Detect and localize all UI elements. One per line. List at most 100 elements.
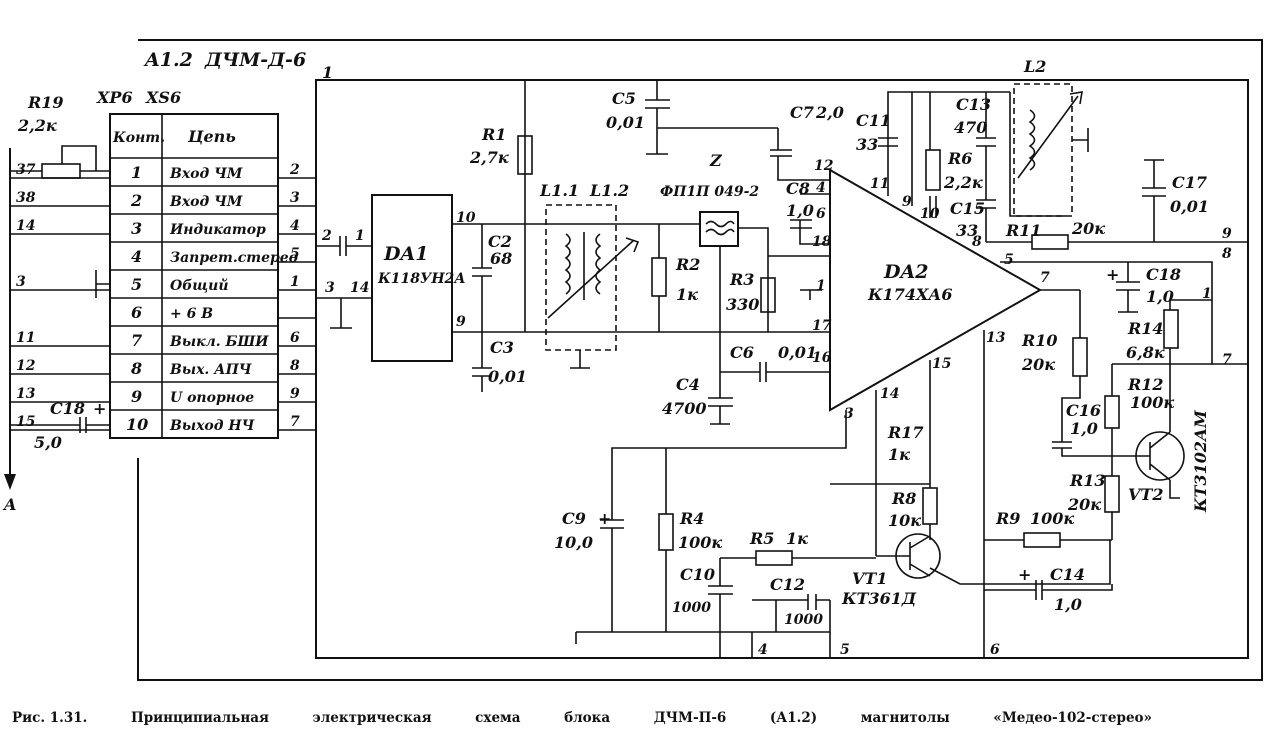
caption-word: ДЧМ-П-6 xyxy=(653,710,727,726)
r14-ref: R14 xyxy=(1127,319,1164,338)
pin-number: 6 xyxy=(131,303,142,322)
block-subtitle: ДЧМ-Д-6 xyxy=(204,49,306,71)
outer-frame xyxy=(137,39,1263,681)
vt1-ref: VT1 xyxy=(852,569,887,588)
xs-label: XS6 xyxy=(145,88,181,107)
vt1-transistor: VT1 КТ361Д xyxy=(841,533,941,608)
left-pin-label: 11 xyxy=(16,330,35,346)
l12-ref: L1.2 xyxy=(589,181,629,200)
r6-body xyxy=(925,149,941,191)
z-filter: Z ФП1П 049-2 xyxy=(660,151,769,372)
ground-mark-left xyxy=(95,270,110,298)
c6-c4 xyxy=(708,362,830,425)
r8-ref: R8 xyxy=(891,489,916,508)
pin-number: 3 xyxy=(131,219,142,238)
r9-body xyxy=(1023,532,1061,548)
da2-pin-14: 14 xyxy=(880,386,899,402)
left-pin-label: 13 xyxy=(16,386,36,402)
r2-body xyxy=(651,257,667,297)
c8-value: 1,0 xyxy=(786,201,814,220)
z-ref: Z xyxy=(709,151,723,170)
c4-ref: C4 xyxy=(676,375,700,394)
c5 xyxy=(645,80,778,155)
c17-ref: C17 xyxy=(1172,173,1207,192)
svg-text:+: + xyxy=(598,509,611,528)
node-4: 4 xyxy=(758,642,768,658)
vt2-ref: VT2 xyxy=(1128,485,1163,504)
r5-body xyxy=(755,550,793,566)
c5-value: 0,01 xyxy=(606,113,645,132)
r19-group: R19 2,2к xyxy=(10,93,110,179)
r19-value: 2,2к xyxy=(17,116,57,135)
da2-pin-6: 6 xyxy=(816,206,826,222)
pin-circuit-name: Вход ЧМ xyxy=(169,166,243,182)
r19-ref: R19 xyxy=(27,93,64,112)
pin-number: 1 xyxy=(131,163,142,182)
r3-ref: R3 xyxy=(729,270,754,289)
r10-body xyxy=(1072,337,1088,377)
r1-ref: R1 xyxy=(481,125,506,144)
c10-ref: C10 xyxy=(680,565,715,584)
vt2-transistor: VT2 КТ3102АМ xyxy=(1128,409,1210,513)
r12-ref: R12 xyxy=(1127,375,1164,394)
da2-pin-1: 1 xyxy=(816,278,826,294)
pin-number: 4 xyxy=(131,247,142,266)
node-7: 7 xyxy=(1222,352,1232,368)
da2-pin-7: 7 xyxy=(1040,270,1050,286)
da2-ref: DA2 xyxy=(883,261,928,283)
c9-value: 10,0 xyxy=(554,533,593,552)
right-pin-label: 7 xyxy=(290,414,300,430)
left-pin-label: 15 xyxy=(16,414,35,430)
r13-ref: R13 xyxy=(1069,471,1106,490)
c13-value: 470 xyxy=(954,118,987,137)
c16-ref: C16 xyxy=(1066,401,1101,420)
r10-ref: R10 xyxy=(1021,331,1058,350)
right-pin-label: 5 xyxy=(290,246,300,262)
pin-circuit-name: Вход ЧМ xyxy=(169,194,243,210)
da2-pin-12: 12 xyxy=(814,158,834,174)
contact-header: Конт. xyxy=(112,130,165,146)
c17-value: 0,01 xyxy=(1170,197,1209,216)
r11-value: 20к xyxy=(1071,219,1105,238)
r5-ref: R5 xyxy=(749,529,774,548)
r17-value: 1к xyxy=(888,445,910,464)
node-3: 3 xyxy=(325,280,335,296)
c16-value: 1,0 xyxy=(1070,419,1098,438)
pin-circuit-name: U опорное xyxy=(170,390,254,406)
arrow-label: A xyxy=(2,495,16,514)
r13-value: 20к xyxy=(1067,495,1101,514)
da2-pin-13: 13 xyxy=(986,330,1006,346)
pin-circuit-name: Общий xyxy=(170,277,229,294)
c6-ref: C6 xyxy=(730,343,754,362)
wire-da1-out xyxy=(452,80,830,392)
left-pin-label: 3 xyxy=(16,274,26,290)
da2-pin-9: 9 xyxy=(902,194,912,210)
pin-circuit-name: Вых. АПЧ xyxy=(169,362,253,378)
da1-pin-in: 14 xyxy=(350,280,369,296)
da2-pin-5: 5 xyxy=(1004,252,1014,268)
da1-type: К118УН2А xyxy=(377,271,466,287)
pin-circuit-name: Выход НЧ xyxy=(169,418,256,434)
right-pin-label: 3 xyxy=(290,190,300,206)
node-1: 1 xyxy=(355,228,365,244)
node-6: 6 xyxy=(990,642,1000,658)
right-pin-label: 9 xyxy=(290,386,300,402)
da2-pin-17: 17 xyxy=(812,318,832,334)
c18b xyxy=(1040,262,1212,313)
c4-value: 4700 xyxy=(662,399,707,418)
pin-circuit-name: + 6 В xyxy=(170,306,213,322)
right-pin-label: 6 xyxy=(290,330,300,346)
tank-wires xyxy=(878,91,1066,242)
r6-ref: R6 xyxy=(947,149,972,168)
svg-text:+: + xyxy=(1018,565,1031,584)
node-8: 8 xyxy=(1222,246,1232,262)
r11-body xyxy=(1031,234,1069,250)
arrow-head xyxy=(4,474,16,490)
c8-ref: C8 xyxy=(786,179,810,198)
r9-ref: R9 xyxy=(995,509,1020,528)
da2-pin-11: 11 xyxy=(870,176,889,192)
r4-ref: R4 xyxy=(679,509,704,528)
r5-value: 1к xyxy=(786,529,808,548)
caption-word: электрическая xyxy=(312,710,432,726)
